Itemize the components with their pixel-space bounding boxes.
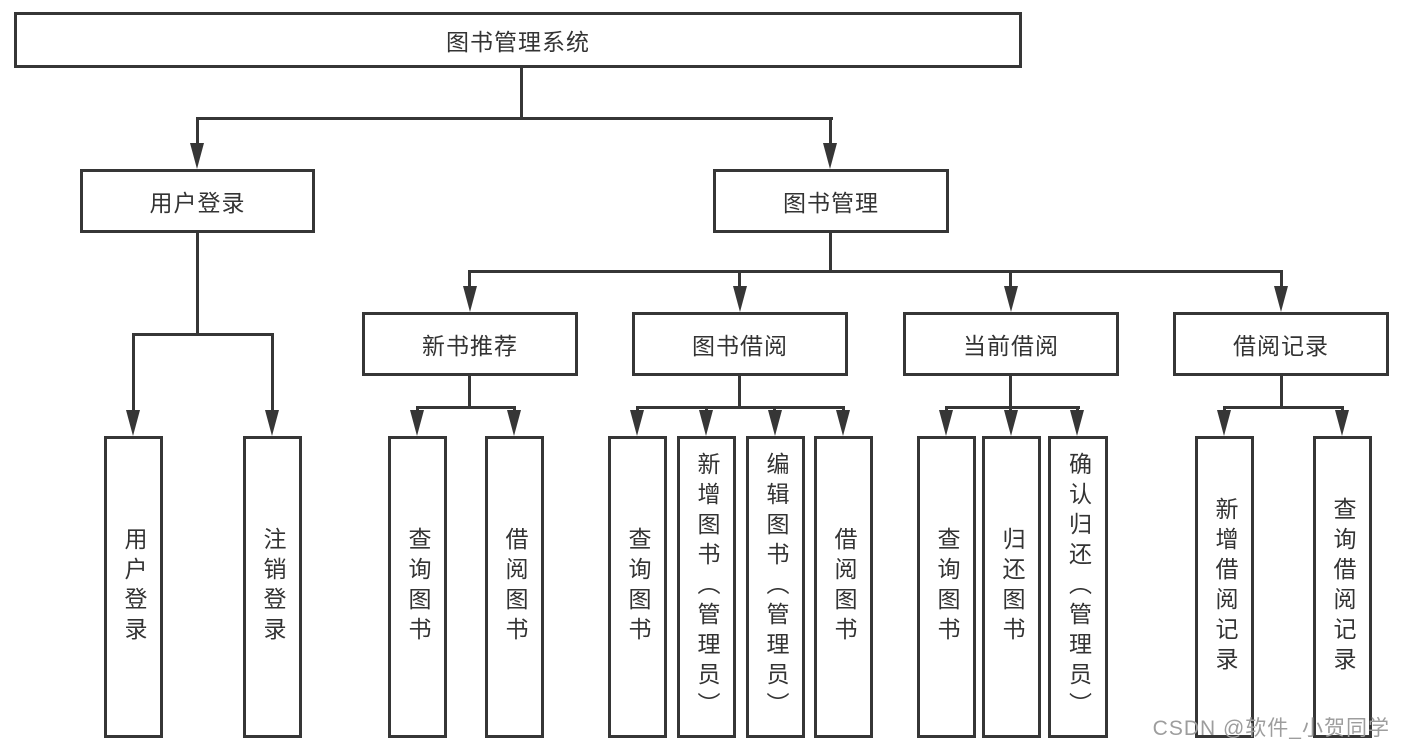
leaf-confirm-return-admin: 确认归还（管理员）	[1048, 436, 1108, 738]
leaf-label: 查询图书	[625, 527, 651, 647]
leaf-label: 新增借阅记录	[1212, 497, 1238, 677]
leaf-label: 新增图书（管理员）	[694, 452, 720, 722]
arrow-down-icon	[126, 410, 140, 436]
connector-line	[829, 117, 832, 146]
arrow-down-icon	[410, 410, 424, 436]
node-current-borrow: 当前借阅	[903, 312, 1119, 376]
leaf-borrow-books: 借阅图书	[814, 436, 873, 738]
connector-line	[468, 270, 1283, 273]
arrow-down-icon	[768, 410, 782, 436]
leaf-label: 查询图书	[405, 527, 431, 647]
arrow-down-icon	[1274, 286, 1288, 312]
node-book-borrow: 图书借阅	[632, 312, 848, 376]
leaf-return-books: 归还图书	[982, 436, 1041, 738]
leaf-label: 注销登录	[260, 527, 286, 647]
node-label: 当前借阅	[963, 333, 1059, 359]
leaf-logout: 注销登录	[243, 436, 302, 738]
connector-line	[1280, 373, 1283, 409]
connector-line	[468, 270, 471, 288]
node-user-login: 用户登录	[80, 169, 315, 233]
connector-line	[132, 333, 135, 412]
leaf-borrow-books-recommend: 借阅图书	[485, 436, 544, 738]
connector-line	[196, 117, 833, 120]
arrow-down-icon	[463, 286, 477, 312]
connector-line	[196, 117, 199, 146]
leaf-label: 归还图书	[999, 527, 1025, 647]
arrow-down-icon	[507, 410, 521, 436]
csdn-watermark: CSDN @软件_小贺同学	[1152, 717, 1390, 740]
leaf-add-borrow-record: 新增借阅记录	[1195, 436, 1254, 738]
connector-line	[945, 406, 1080, 409]
connector-line	[1009, 373, 1012, 409]
leaf-query-books-borrow: 查询图书	[608, 436, 667, 738]
connector-line	[1223, 406, 1344, 409]
leaf-query-borrow-record: 查询借阅记录	[1313, 436, 1372, 738]
node-label: 图书借阅	[692, 333, 788, 359]
leaf-label: 确认归还（管理员）	[1065, 452, 1092, 722]
leaf-label: 借阅图书	[831, 527, 857, 647]
arrow-down-icon	[630, 410, 644, 436]
node-label: 借阅记录	[1233, 333, 1329, 359]
arrow-down-icon	[1004, 286, 1018, 312]
leaf-label: 查询图书	[934, 527, 960, 647]
arrow-down-icon	[1335, 410, 1349, 436]
node-label: 图书管理系统	[446, 29, 590, 55]
connector-line	[1280, 270, 1283, 288]
arrow-down-icon	[699, 410, 713, 436]
node-library-management-system: 图书管理系统	[14, 12, 1022, 68]
node-label: 用户登录	[149, 190, 246, 216]
arrow-down-icon	[733, 286, 747, 312]
arrow-down-icon	[939, 410, 953, 436]
connector-line	[738, 270, 741, 288]
connector-line	[271, 333, 274, 412]
leaf-query-books-current: 查询图书	[917, 436, 976, 738]
connector-line	[738, 373, 741, 409]
leaf-label: 编辑图书（管理员）	[763, 452, 789, 722]
connector-line	[132, 333, 274, 336]
leaf-label: 查询借阅记录	[1330, 497, 1356, 677]
connector-line	[468, 373, 471, 409]
leaf-user-login: 用户登录	[104, 436, 163, 738]
node-label: 图书管理	[783, 190, 879, 216]
arrow-down-icon	[1070, 410, 1084, 436]
arrow-down-icon	[836, 410, 850, 436]
connector-line	[1009, 270, 1012, 288]
connector-line	[636, 406, 845, 409]
node-new-book-recommend: 新书推荐	[362, 312, 578, 376]
connector-line	[520, 65, 523, 119]
arrow-down-icon	[823, 143, 837, 169]
node-borrow-records: 借阅记录	[1173, 312, 1389, 376]
connector-line	[416, 406, 516, 409]
arrow-down-icon	[190, 143, 204, 169]
arrow-down-icon	[1217, 410, 1231, 436]
connector-line	[196, 230, 199, 336]
node-book-management: 图书管理	[713, 169, 949, 233]
arrow-down-icon	[1004, 410, 1018, 436]
leaf-label: 借阅图书	[502, 527, 528, 647]
node-label: 新书推荐	[422, 333, 518, 359]
leaf-edit-book-admin: 编辑图书（管理员）	[746, 436, 805, 738]
leaf-label: 用户登录	[121, 527, 147, 647]
arrow-down-icon	[265, 410, 279, 436]
leaf-query-books-recommend: 查询图书	[388, 436, 447, 738]
leaf-add-book-admin: 新增图书（管理员）	[677, 436, 736, 738]
connector-line	[829, 230, 832, 273]
